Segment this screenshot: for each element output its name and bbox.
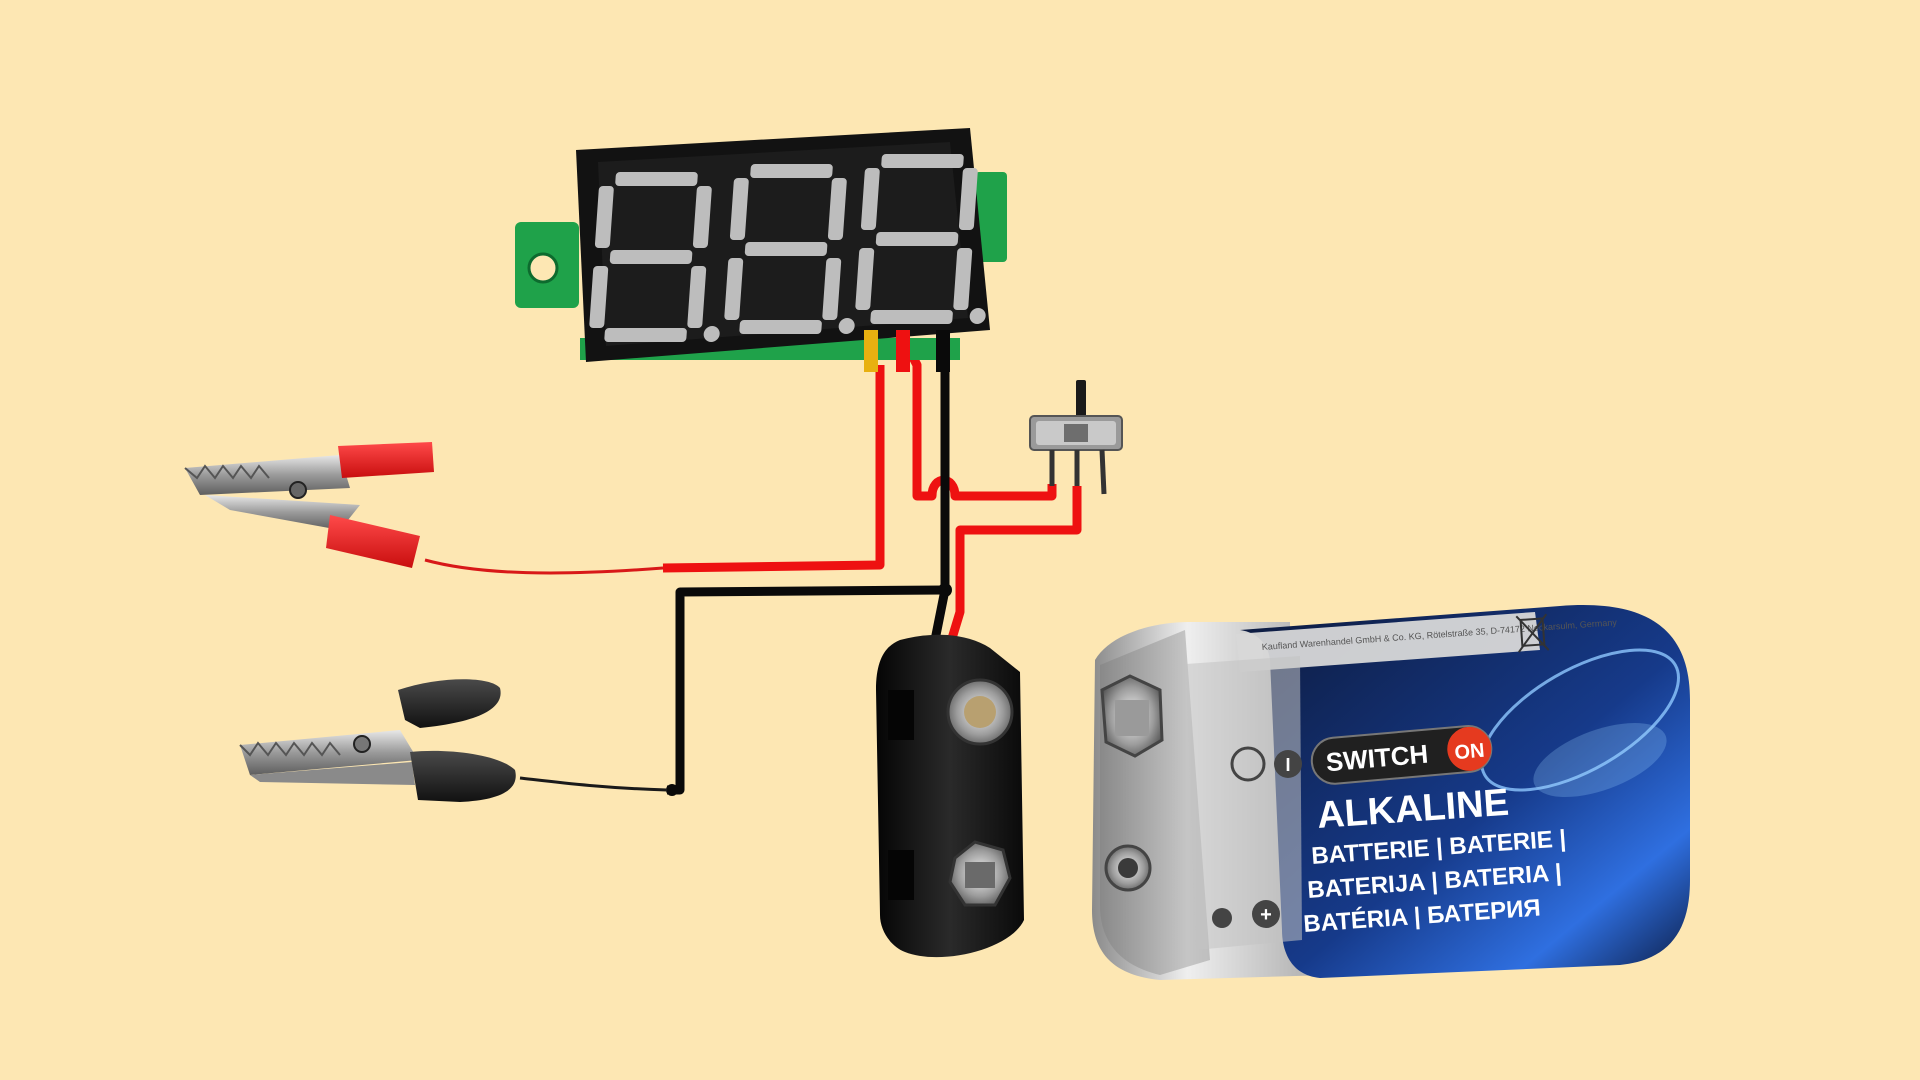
red-wire-switch-to-snap (945, 486, 1082, 647)
display-digit-3 (855, 154, 986, 324)
black-alligator-clip-icon (239, 679, 516, 802)
slide-switch-icon (1029, 380, 1123, 495)
battery-swirl (1480, 648, 1680, 792)
svg-text:I: I (1285, 755, 1290, 775)
battery-snap-connector-icon (876, 634, 1024, 958)
display-digit-1 (589, 172, 720, 342)
wires (424, 337, 1082, 796)
red-wire-display-to-clip (662, 365, 885, 573)
red-alligator-clip-icon (184, 442, 434, 568)
mounting-hole (527, 252, 559, 284)
black-clip-junction-dot (666, 784, 678, 796)
svg-text:+: + (1260, 904, 1272, 926)
svg-text:ON: ON (1454, 740, 1486, 765)
9v-battery-icon: Kaufland Warenhandel GmbH & Co. KG, Röte… (1092, 605, 1690, 980)
battery-plus-symbol: + (1212, 900, 1280, 928)
battery-brand-logo: SWITCH ON (1310, 725, 1493, 785)
red-clip-lead (424, 558, 664, 575)
black-clip-lead (519, 776, 668, 792)
black-wire-junction-dot (938, 583, 952, 597)
digital-voltmeter-icon (515, 128, 1007, 372)
battery-off-symbol: I (1230, 746, 1302, 782)
pcb-tab-right (975, 172, 1007, 262)
display-digit-2 (724, 164, 855, 334)
crossed-out-bin-icon (1515, 613, 1550, 653)
